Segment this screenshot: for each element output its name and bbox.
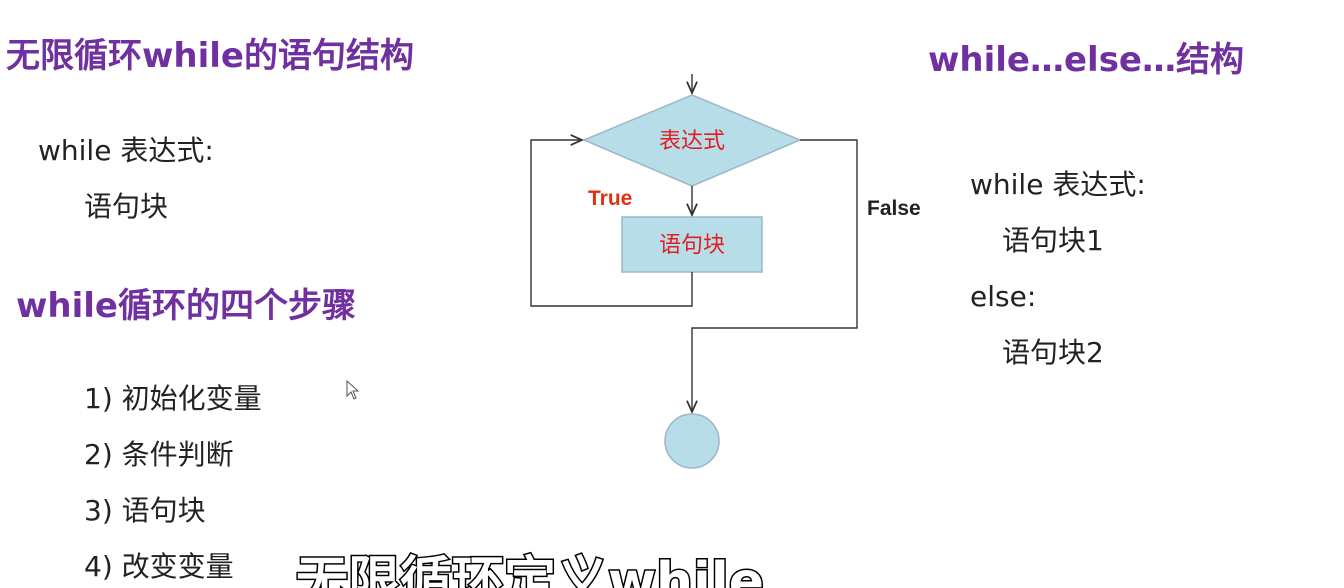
false-label: False xyxy=(867,197,921,220)
end-terminal xyxy=(664,413,720,469)
mouse-cursor-icon xyxy=(346,380,360,400)
step-2: 2) 条件判断 xyxy=(84,438,234,471)
false-arrow xyxy=(692,139,858,412)
statement-block xyxy=(621,216,763,273)
while-else-title: while…else…结构 xyxy=(928,40,1244,80)
step-4: 4) 改变变量 xyxy=(84,550,234,583)
while-else-line2: 语句块1 xyxy=(1002,224,1104,257)
while-syntax-line1: while 表达式: xyxy=(38,134,214,167)
true-label: True xyxy=(588,187,632,210)
four-steps-title: while循环的四个步骤 xyxy=(16,286,356,326)
condition-label: 表达式 xyxy=(659,129,725,154)
while-else-line1: while 表达式: xyxy=(970,168,1146,201)
while-else-line4: 语句块2 xyxy=(1002,336,1104,369)
infinite-while-title: 无限循环while的语句结构 xyxy=(6,36,414,76)
while-syntax-line2: 语句块 xyxy=(84,190,169,223)
while-else-line3: else: xyxy=(970,280,1037,313)
video-subtitle: 无限循环定义while xyxy=(295,551,766,588)
statement-block-label: 语句块 xyxy=(659,233,725,258)
step-3: 3) 语句块 xyxy=(84,494,206,527)
loop-back-arrow xyxy=(530,140,693,307)
step-1: 1) 初始化变量 xyxy=(84,382,262,415)
